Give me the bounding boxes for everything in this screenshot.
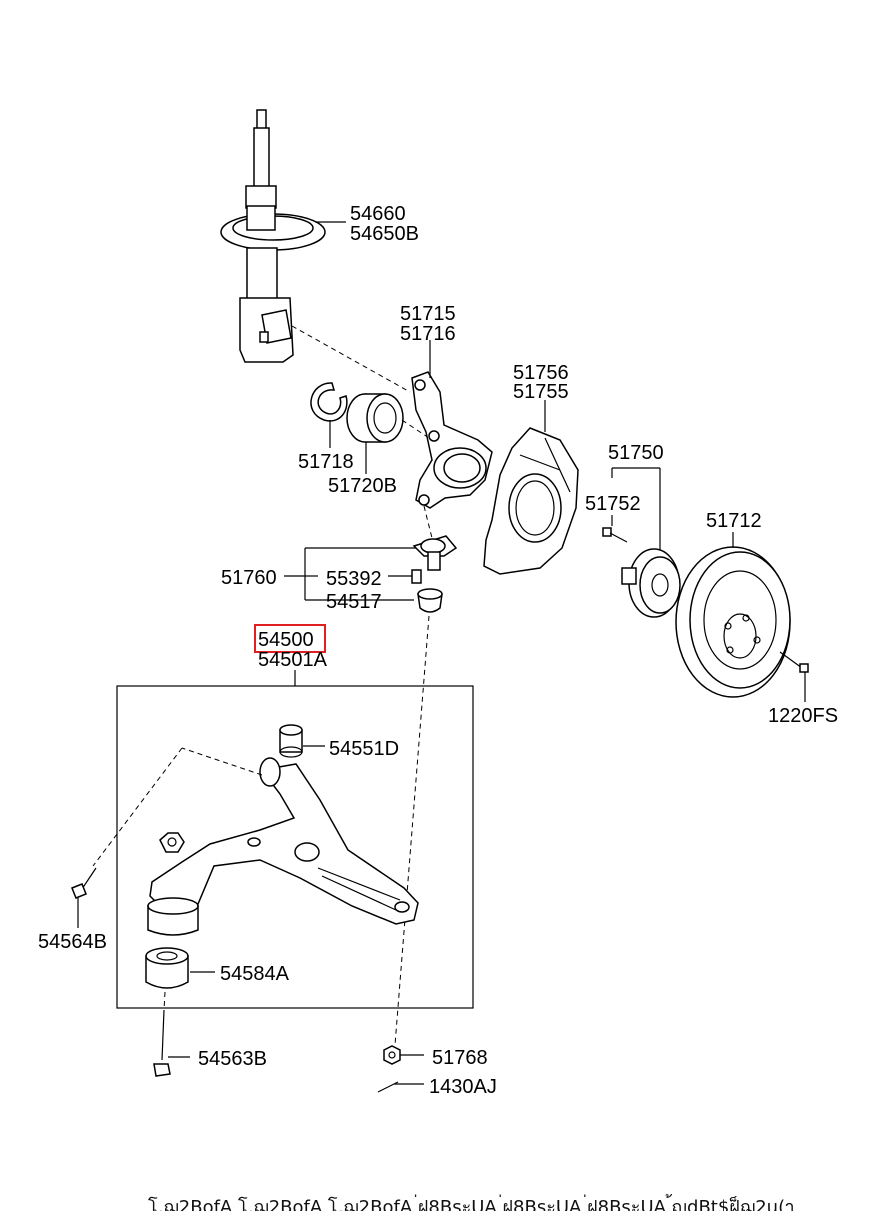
label-54660: 54660 (350, 203, 406, 225)
label-51715: 51715 (400, 303, 456, 325)
label-54500: 54500 (258, 629, 314, 651)
label-51760: 51760 (221, 567, 277, 589)
footer-garbled-text: โ‚ฌ2BofA โ‚ฌ2BofA โ‚ฌ2BofA ่ฝ8BsะUA ่ฝ8B… (148, 1197, 794, 1211)
label-51752: 51752 (585, 493, 641, 515)
label-51768: 51768 (432, 1047, 488, 1069)
dust-cover (483, 427, 579, 575)
lower-arm (149, 757, 419, 925)
lower-arm-bushing-g (279, 724, 303, 758)
lock-nut (383, 1045, 401, 1065)
label-51756: 51756 (513, 362, 569, 384)
label-54563b: 54563B (198, 1048, 267, 1070)
label-51716: 51716 (400, 323, 456, 345)
strut-assembly (220, 109, 326, 363)
label-54650b: 54650B (350, 223, 419, 245)
steering-knuckle (411, 371, 493, 509)
label-54517: 54517 (326, 591, 382, 613)
rear-bolt (153, 1009, 171, 1077)
ball-joint-bolt (411, 569, 422, 584)
label-51718: 51718 (298, 451, 354, 473)
snap-ring (310, 382, 348, 422)
lower-arm-bushing-large (147, 897, 199, 936)
label-51712: 51712 (706, 510, 762, 532)
ball-joint-boot (417, 588, 443, 613)
label-1430aj: 1430AJ (429, 1076, 497, 1098)
label-55392: 55392 (326, 568, 382, 590)
label-54584a: 54584A (220, 963, 290, 985)
front-bolt (71, 867, 97, 899)
hub-bolt (602, 527, 628, 543)
brake-disc (675, 546, 791, 698)
label-51755: 51755 (513, 381, 569, 403)
lower-arm-bushing-rear (145, 947, 189, 989)
label-51750: 51750 (608, 442, 664, 464)
front-hub (621, 548, 681, 618)
flange-nut (159, 832, 185, 853)
wheel-bearing (346, 393, 404, 443)
label-51720b: 51720B (328, 475, 397, 497)
label-54501a: 54501A (258, 649, 328, 671)
label-1220fs: 1220FS (768, 705, 838, 727)
label-54564b: 54564B (38, 931, 107, 953)
label-54551d: 54551D (329, 738, 399, 760)
ball-joint (412, 535, 458, 571)
leader-lines (77, 221, 806, 1085)
highlight-box (254, 624, 326, 653)
disc-screw (779, 651, 809, 673)
